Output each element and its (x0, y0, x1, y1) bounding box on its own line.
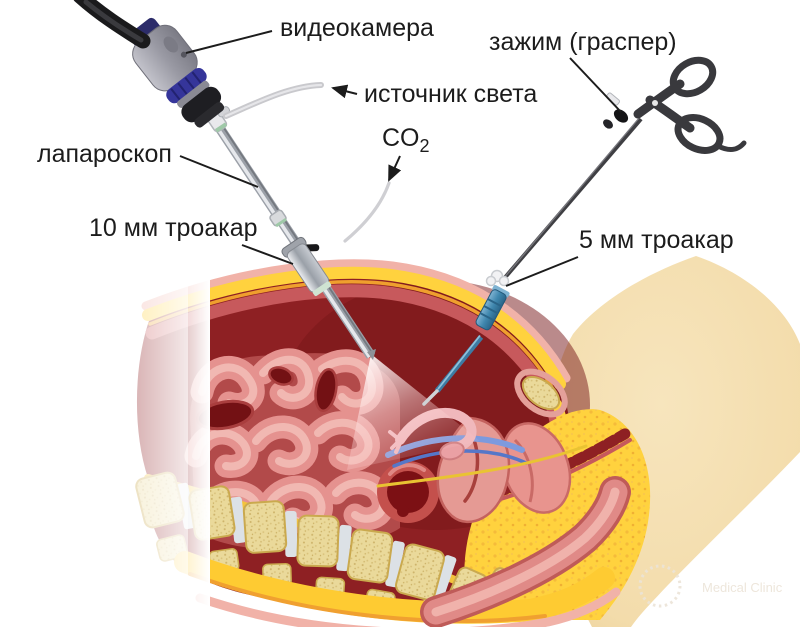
laparoscope-light-cone (347, 354, 480, 470)
muscle-layer (145, 284, 555, 405)
bowel-lumen (314, 367, 338, 413)
pubic-bone (514, 368, 568, 418)
fat-line (148, 280, 556, 393)
grasper-shaft (500, 117, 643, 283)
label-trocar10: 10 мм троакар (89, 214, 258, 242)
laparoscope-shaft (206, 112, 376, 359)
label-laparoscope: лапароскоп (37, 140, 172, 168)
arrow-co2 (388, 155, 402, 182)
labels: видеокамера зажим (граспер) источник све… (37, 14, 734, 254)
skin-layer (141, 259, 571, 383)
pointer-grasper (569, 57, 622, 113)
pointer-laparoscope (179, 155, 259, 188)
lower-fat-line (188, 572, 547, 623)
arrow-light-source (331, 84, 358, 99)
pointer-videocamera (185, 30, 273, 54)
watermark: Medical Clinic (638, 564, 783, 608)
lower-skin (195, 587, 621, 627)
co2-tube (343, 181, 391, 243)
watermark-emblem (638, 564, 682, 608)
blood-vessel (392, 449, 528, 468)
grasper-knob (613, 109, 629, 123)
label-co2: CO2 (382, 124, 430, 156)
label-videocamera: видеокамера (280, 14, 434, 42)
fat-layer (142, 266, 566, 390)
grasper-handle (633, 56, 747, 154)
grasper-assembly (422, 56, 747, 406)
trocar-5mm (422, 269, 510, 406)
pointer-trocar5 (505, 256, 579, 287)
laparoscope-assembly (73, 0, 391, 360)
trocar-10mm (281, 236, 332, 297)
rectum (377, 461, 439, 523)
pointer-trocar10 (241, 244, 294, 265)
bowel-lumen (268, 366, 294, 386)
grasper-tip (422, 389, 439, 406)
label-trocar5: 5 мм троакар (579, 226, 734, 254)
ligament (376, 444, 588, 488)
label-grasper: зажим (граспер) (489, 28, 677, 56)
grasper-hinge (652, 100, 658, 106)
bladder-fold (513, 438, 534, 503)
light-cable (223, 82, 324, 119)
label-light-source: источник света (364, 80, 537, 108)
watermark-text: Medical Clinic (702, 580, 783, 595)
pointer-lines (179, 30, 622, 287)
laparoscope-tip (367, 349, 376, 360)
